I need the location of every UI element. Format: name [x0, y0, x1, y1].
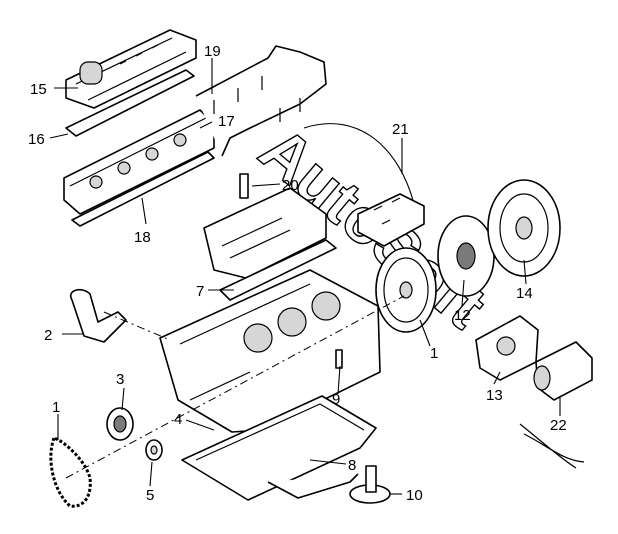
ignition-coil-pack [303, 123, 425, 247]
callout-21: 20 [282, 177, 299, 194]
callout-20: 19 [204, 43, 221, 60]
callout-3: 3 [116, 371, 124, 388]
callout-9: 9 [332, 391, 340, 408]
assembly-line [103, 311, 171, 341]
timing-chain [49, 436, 92, 508]
cylinder-block [159, 269, 381, 433]
valve-cover [65, 29, 197, 109]
callout-13: 13 [486, 387, 503, 404]
callout-19: 18 [134, 229, 151, 246]
oil-pickup [267, 465, 391, 504]
callout-8: 8 [348, 457, 356, 474]
head-gasket [71, 151, 215, 227]
assembly-line [65, 295, 405, 479]
leader-lines [49, 58, 561, 495]
callout-4: 5 [146, 487, 154, 504]
crankshaft-pulley [145, 439, 163, 461]
callout-22: 21 [392, 121, 409, 138]
callout-16: 15 [30, 81, 47, 98]
oil-pan [181, 395, 377, 501]
callout-12: 12 [454, 307, 471, 324]
spark-plug [239, 173, 249, 199]
callout-1-chain: 1 [52, 399, 60, 416]
valve-cover-gasket [65, 69, 195, 137]
callout-2: 2 [44, 327, 52, 344]
cylinder-head [63, 109, 215, 215]
callout-14: 14 [516, 285, 533, 302]
water-pump [475, 315, 539, 381]
callout-labels: 15 16 19 17 18 20 21 7 2 3 5 1 4 8 9 10 … [28, 43, 567, 504]
clutch-disc [437, 215, 495, 297]
callout-17: 16 [28, 131, 45, 148]
intake-gasket [219, 239, 337, 301]
flywheel [375, 247, 437, 333]
coolant-pipe [69, 288, 127, 343]
callout-1-flywheel: 1 [430, 345, 438, 362]
callout-10: 10 [406, 487, 423, 504]
starter-motor [519, 341, 593, 469]
callout-7: 7 [196, 283, 204, 300]
callout-18: 17 [218, 113, 235, 130]
intake-manifold [203, 187, 327, 279]
block-sensor [335, 349, 343, 369]
callout-15: 22 [550, 417, 567, 434]
callout-5: 4 [174, 411, 182, 428]
pressure-plate [487, 179, 561, 277]
crankshaft-sprocket [106, 407, 134, 441]
fuel-rail [195, 45, 327, 157]
